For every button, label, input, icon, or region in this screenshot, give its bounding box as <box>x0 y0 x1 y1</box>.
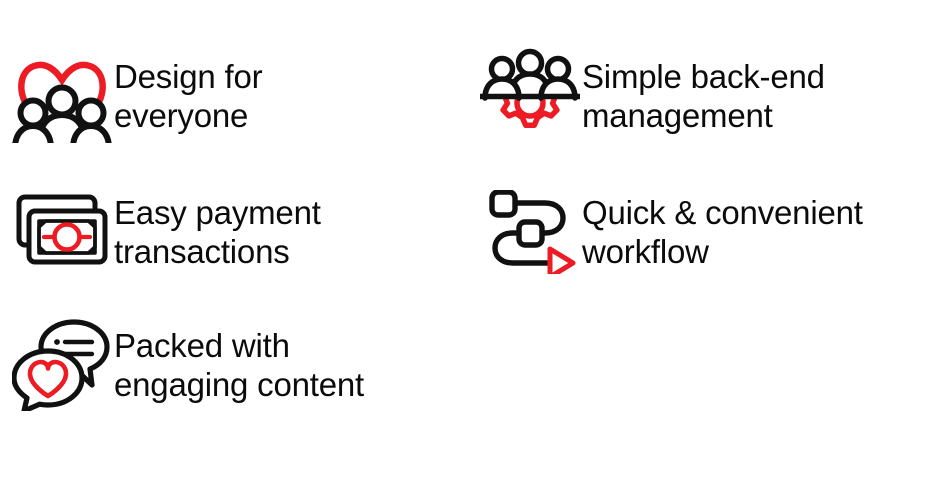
feature-label: Design for everyone <box>114 58 263 134</box>
feature-item-easy-payment-transactions[interactable]: Easy payment transactions <box>10 182 450 282</box>
heart-people-icon <box>10 46 114 146</box>
people-gear-icon <box>478 46 582 146</box>
feature-label: Simple back-end management <box>582 58 825 134</box>
feature-item-quick-convenient-workflow[interactable]: Quick & convenient workflow <box>478 182 938 282</box>
workflow-arrow-icon <box>478 182 582 282</box>
feature-label: Quick & convenient workflow <box>582 194 863 270</box>
banknotes-icon <box>10 182 114 282</box>
chat-bubbles-heart-icon <box>10 315 114 415</box>
feature-item-design-for-everyone[interactable]: Design for everyone <box>10 46 450 146</box>
feature-label: Packed with engaging content <box>114 327 365 403</box>
feature-item-packed-with-engaging-content[interactable]: Packed with engaging content <box>10 315 470 415</box>
feature-label: Easy payment transactions <box>114 194 321 270</box>
feature-item-simple-back-end-management[interactable]: Simple back-end management <box>478 46 938 146</box>
